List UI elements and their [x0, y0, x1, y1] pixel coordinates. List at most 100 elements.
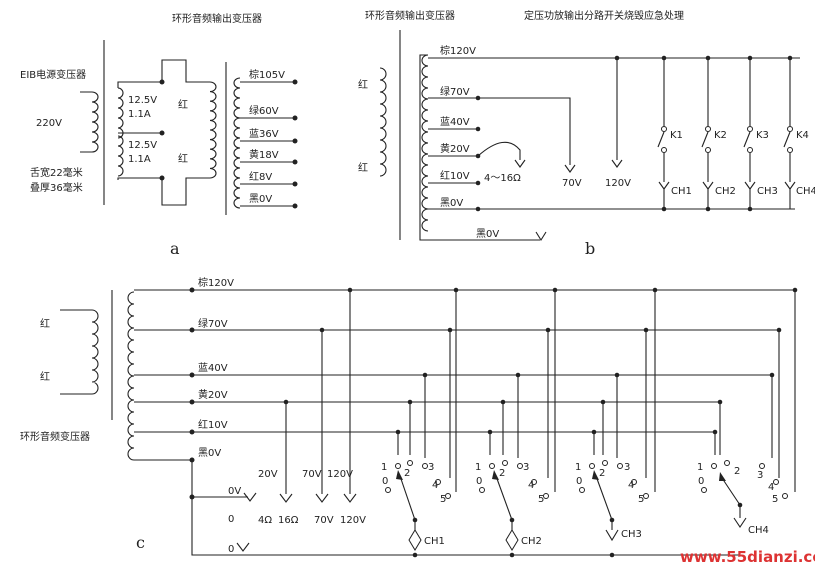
panel-a-coil1-a: 1.1A — [128, 109, 151, 120]
panel-c-tap-4: 红10V — [198, 418, 228, 431]
panel-c-120v: 120V — [340, 515, 366, 526]
panel-a-node — [159, 175, 165, 181]
panel-c-channel-2: CH3 — [621, 529, 642, 540]
panel-b-switch-label-2: K3 — [756, 130, 769, 141]
panel-b-impedance-wire — [477, 141, 521, 160]
panel-c-s1-n4: 4 — [432, 480, 438, 491]
panel-c-s3-n5: 5 — [638, 494, 644, 505]
panel-b-switch-k2 — [701, 55, 714, 212]
panel-b-tap-4: 红10V — [440, 169, 470, 182]
panel-a-coil2-a: 1.1A — [128, 154, 151, 165]
panel-c-s1-n1: 1 — [381, 462, 387, 473]
panel-b-channel-1: CH2 — [715, 186, 736, 197]
panel-c-s4-n3: 3 — [757, 470, 763, 481]
panel-c-20v: 20V — [258, 469, 278, 480]
panel-a-tap-lines — [240, 81, 295, 207]
panel-a-tap-3: 黄18V — [249, 148, 279, 161]
panel-b-title: 定压功放输出分路开关烧毁应急处理 — [524, 9, 684, 22]
panel-c-letter: c — [136, 533, 145, 552]
panel-c-70v: 70V — [314, 515, 334, 526]
panel-c-selector-1 — [385, 287, 459, 558]
panel-b-secondary-coil — [421, 54, 429, 232]
panel-a-wire-bottom — [117, 177, 210, 206]
panel-b-wire-70v — [478, 97, 571, 165]
panel-b-tap-3: 黄20V — [440, 142, 470, 155]
panel-c-s3-n1: 1 — [575, 462, 581, 473]
panel-c-channel-1: CH2 — [521, 536, 542, 547]
panel-c-tap-2: 蓝40V — [198, 362, 228, 374]
panel-b: 环形音频输出变压器 定压功放输出分路开关烧毁应急处理 红 红 棕120V 绿70… — [358, 9, 815, 258]
watermark: www.55dianzi.com — [680, 548, 815, 566]
panel-b-term-imp: 4～16Ω — [484, 173, 521, 184]
panel-c-s4-n1: 1 — [697, 462, 703, 473]
panel-c-primary-coil — [60, 309, 99, 395]
panel-a-red2: 红 — [178, 152, 188, 165]
panel-c-s1-n2: 2 — [404, 468, 410, 479]
panel-c-s3-n3: 3 — [624, 462, 630, 473]
panel-c-s4-n4: 4 — [768, 482, 774, 493]
panel-a-coil2-v: 12.5V — [128, 140, 157, 151]
panel-a-tap-0: 棕105V — [249, 68, 285, 81]
panel-b-primary-coil — [379, 67, 387, 177]
panel-b-switch-k4 — [783, 55, 800, 209]
panel-c-s3-n2: 2 — [599, 468, 605, 479]
panel-b-switch-k3 — [743, 55, 756, 212]
panel-c-selector-3 — [579, 287, 658, 558]
panel-c-s1-n0: 0 — [382, 476, 388, 487]
panel-b-channel-2: CH3 — [757, 186, 778, 197]
panel-c-selector-2 — [479, 287, 558, 558]
panel-b-caption: 环形音频输出变压器 — [365, 9, 455, 22]
panel-a-caption: 环形音频输出变压器 — [172, 12, 262, 25]
panel-a-tap-1: 绿60V — [249, 104, 279, 117]
panel-c: 红 红 环形音频变压器 棕120V 绿70V 蓝40V 黄20V 红10V 黑0… — [20, 276, 798, 558]
panel-c-120v-top: 120V — [327, 469, 353, 480]
panel-c-s2-n1: 1 — [475, 462, 481, 473]
panel-c-4ohm: 4Ω — [258, 515, 272, 526]
panel-b-tap-2: 蓝40V — [440, 116, 470, 128]
panel-b-bottom-terminal — [535, 231, 547, 242]
panel-c-red2: 红 — [40, 370, 50, 383]
panel-a-coil1-v: 12.5V — [128, 95, 157, 106]
panel-b-tap-0: 棕120V — [440, 44, 476, 57]
panel-b-tap-5: 黑0V — [440, 197, 463, 209]
panel-c-s1-n3: 3 — [428, 462, 434, 473]
panel-a-secondary-coil2 — [117, 135, 124, 177]
panel-a-core-spec1: 舌宽22毫米 — [30, 166, 83, 179]
panel-c-s1-n5: 5 — [440, 494, 446, 505]
panel-c-s3-n0: 0 — [576, 476, 582, 487]
panel-a: 环形音频输出变压器 EIB电源变压器 220V 舌宽22毫米 叠厚36毫米 12… — [20, 12, 298, 258]
panel-a-tap-4: 红8V — [249, 170, 272, 183]
panel-a-primary-voltage: 220V — [36, 118, 62, 129]
panel-a-node — [159, 79, 165, 85]
panel-c-s2-n5: 5 — [538, 494, 544, 505]
panel-c-caption: 环形音频变压器 — [20, 430, 90, 443]
panel-b-switch-label-1: K2 — [714, 130, 727, 141]
panel-c-tap-0: 棕120V — [198, 276, 234, 289]
panel-c-s2-n0: 0 — [476, 476, 482, 487]
panel-b-switch-k1 — [657, 55, 670, 212]
panel-a-tap-2: 蓝36V — [249, 128, 279, 140]
panel-a-red1: 红 — [178, 98, 188, 111]
panel-a-toroid-primary — [209, 81, 217, 179]
panel-b-red2: 红 — [358, 161, 368, 174]
panel-a-wire-top — [117, 59, 210, 88]
panel-b-bottom-wire — [419, 54, 540, 241]
panel-c-channel-0: CH1 — [424, 536, 445, 547]
panel-c-s2-n4: 4 — [528, 480, 534, 491]
panel-a-secondary-coil1 — [117, 87, 124, 139]
panel-a-primary-title: EIB电源变压器 — [20, 68, 86, 81]
panel-a-toroid-secondary — [233, 77, 241, 209]
panel-c-70v-top: 70V — [302, 469, 322, 480]
panel-b-switch-label-3: K4 — [796, 130, 809, 141]
panel-c-tap-1: 绿70V — [198, 317, 228, 330]
panel-c-s2-n2: 2 — [499, 468, 505, 479]
panel-c-tap-3: 黄20V — [198, 388, 228, 401]
panel-b-taps — [428, 57, 800, 210]
panel-a-core-spec2: 叠厚36毫米 — [30, 181, 83, 194]
panel-c-selector-4 — [701, 287, 798, 528]
panel-b-tap-1: 绿70V — [440, 85, 470, 98]
panel-c-s2-n3: 3 — [523, 462, 529, 473]
panel-c-zero-a: 0 — [228, 514, 234, 525]
panel-c-s4-n0: 0 — [698, 476, 704, 487]
panel-c-s3-n4: 4 — [628, 480, 634, 491]
